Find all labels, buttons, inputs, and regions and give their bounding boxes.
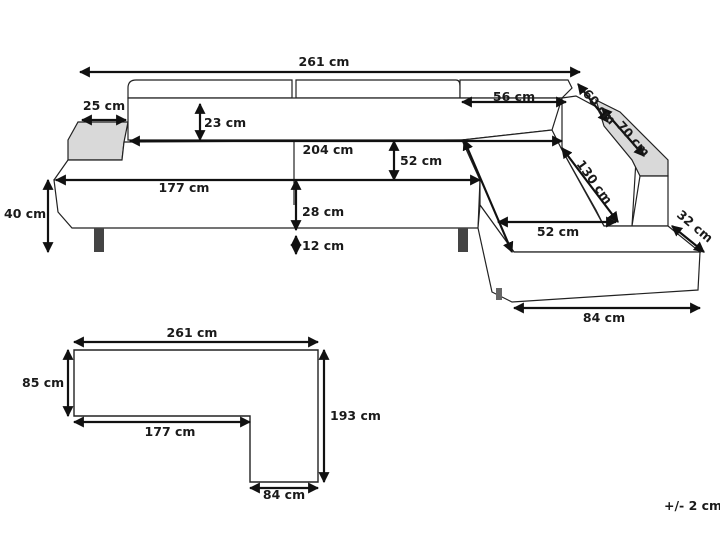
sofa-dimension-lines [42, 66, 705, 314]
sofa-back [127, 97, 563, 141]
label-chaise-width: 84 cm [583, 310, 625, 325]
back-cushion-left [127, 79, 293, 99]
label-overall-height: 40 cm [4, 206, 46, 221]
plan-dimension-lines [62, 336, 330, 494]
plan-label-chaise-length: 193 cm [330, 408, 381, 423]
plan-label-chaise-width: 84 cm [263, 487, 305, 502]
tolerance-note: +/- 2 cm [664, 498, 720, 513]
label-total-width: 261 cm [299, 54, 350, 69]
back-cushion-middle [295, 79, 461, 99]
label-seat-width: 204 cm [303, 142, 354, 157]
label-left-length: 177 cm [159, 180, 210, 195]
chaise-arm-block [631, 175, 669, 227]
label-seat-to-floor: 28 cm [302, 204, 344, 219]
label-chaise-seat: 52 cm [537, 224, 579, 239]
label-seat-height-side: 52 cm [400, 153, 442, 168]
sofa-leg-right [458, 228, 468, 252]
sofa-leg-chaise [496, 288, 502, 300]
back-cushion-corner [459, 79, 573, 99]
plan-label-total-width: 261 cm [167, 325, 218, 340]
plan-label-inner-length: 177 cm [145, 424, 196, 439]
label-back-height: 23 cm [204, 115, 246, 130]
label-armrest-width: 25 cm [83, 98, 125, 113]
sofa-base-long [53, 179, 481, 229]
plan-label-depth: 85 cm [22, 375, 64, 390]
left-armrest [67, 121, 129, 161]
floor-plan-outline [73, 349, 319, 483]
sofa-leg-left [94, 228, 104, 252]
label-leg-height: 12 cm [302, 238, 344, 253]
label-corner-back: 56 cm [493, 89, 535, 104]
